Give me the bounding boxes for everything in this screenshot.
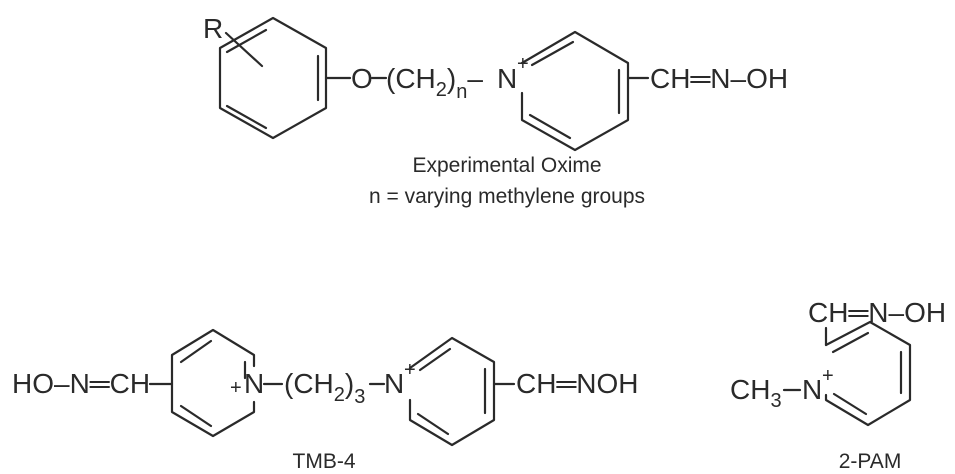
benzene-inner-bond <box>225 28 268 54</box>
tmb4-chain-label: (CH2)3 <box>284 368 365 408</box>
benzene-ring <box>218 16 328 140</box>
pyridinium-inner-bond <box>530 40 575 67</box>
pam2-ring-inner-bond <box>832 392 868 416</box>
r-bond <box>224 31 264 68</box>
ether-oxygen-label: O <box>351 63 373 94</box>
left-pyridinium-charge: + <box>230 377 242 399</box>
methylene-note-caption: n = varying methylene groups <box>369 185 645 208</box>
experimental-oxime-structure: R O (CH2)n– N + CH═N–OH Experimental Oxi… <box>203 13 788 208</box>
oxime-group-label: CH═N–OH <box>650 63 788 94</box>
pam2-pyridinium-n-label: N <box>802 374 822 405</box>
methyl-label: CH3 <box>730 374 782 412</box>
benzene-inner-bond <box>225 104 268 130</box>
pyridinium-ring <box>520 30 630 152</box>
left-pyridinium-ring <box>170 328 256 438</box>
right-oxime-label: CH═NOH <box>516 368 639 399</box>
left-pyridinium-n-label: N <box>244 368 264 399</box>
r-substituent-label: R <box>203 13 223 44</box>
pam2-caption: 2-PAM <box>839 450 902 473</box>
left-oxime-label: HO–N═CH <box>12 368 150 399</box>
pam2-oxime-label: CH═N–OH <box>808 297 946 328</box>
pam2-structure: CH═N–OH CH3 N + 2-PAM <box>730 297 946 473</box>
chain-label: (CH2)n– <box>386 63 483 103</box>
left-ring-inner-bond <box>179 339 213 364</box>
right-pyridinium-n-label: N <box>384 368 404 399</box>
experimental-oxime-caption: Experimental Oxime <box>412 154 601 177</box>
tmb4-caption: TMB-4 <box>293 450 356 473</box>
pyridinium-inner-bond <box>528 113 572 140</box>
right-ring-inner-bond <box>418 347 452 372</box>
pam2-ring-inner-bond <box>831 331 870 354</box>
right-pyridinium-charge: + <box>404 359 416 381</box>
pam2-pyridinium-charge: + <box>822 365 834 387</box>
right-ring-inner-bond <box>416 412 450 436</box>
pyridinium-n-label: N <box>497 63 517 94</box>
left-ring-inner-bond <box>179 404 213 428</box>
pyridinium-charge: + <box>517 53 529 75</box>
pam2-pyridinium-ring <box>824 320 912 427</box>
tmb4-structure: HO–N═CH + N (CH2)3 N + CH═NOH TMB-4 <box>12 328 639 473</box>
right-pyridinium-ring <box>408 336 496 447</box>
